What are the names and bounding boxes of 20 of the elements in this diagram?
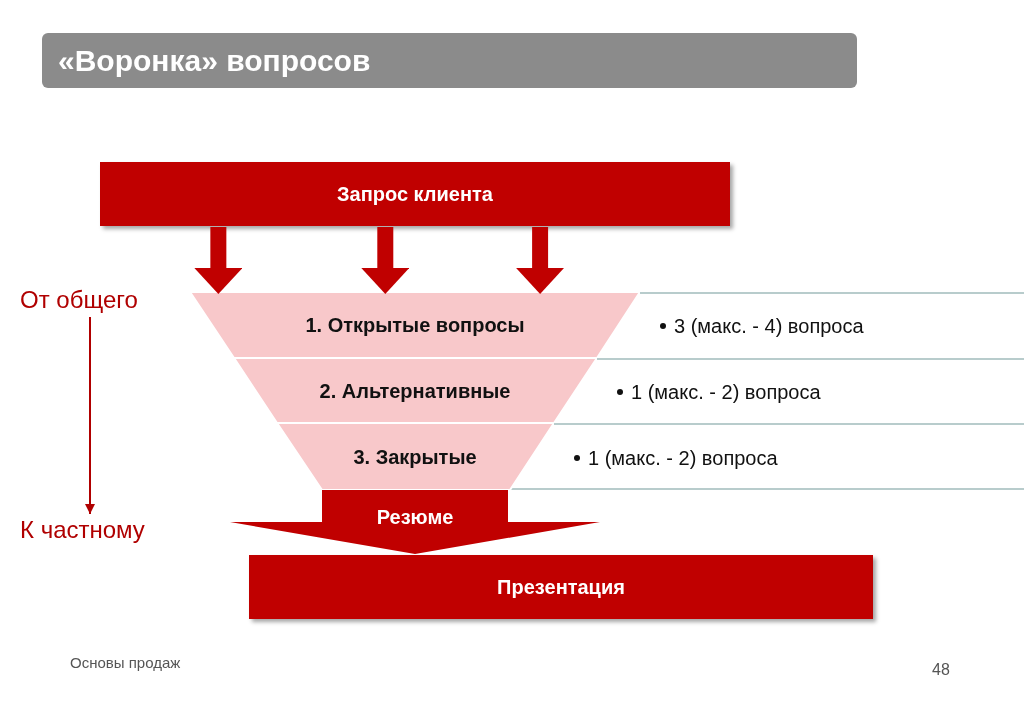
row-text: 1 (макс. - 2) вопроса bbox=[588, 445, 778, 471]
row-text: 1 (макс. - 2) вопроса bbox=[631, 379, 821, 405]
arrow bbox=[194, 227, 243, 294]
footer-text: Основы продаж bbox=[70, 653, 181, 673]
arrow bbox=[85, 316, 95, 515]
row-text: 3 (макс. - 4) вопроса bbox=[674, 314, 864, 339]
band-label: 3. Закрытые bbox=[353, 444, 477, 470]
band-label: 2. Альтернативные bbox=[319, 378, 511, 404]
box-label: Запрос клиента bbox=[337, 182, 493, 207]
arrow bbox=[516, 227, 565, 294]
arrow bbox=[361, 227, 410, 294]
band-label: 1. Открытые вопросы bbox=[305, 313, 525, 338]
box-label: Презентация bbox=[497, 575, 625, 600]
side-label: К частному bbox=[20, 515, 145, 545]
process-box bbox=[249, 555, 873, 619]
band-label: Резюме bbox=[376, 505, 454, 530]
title-bar: «Воронка» вопросов bbox=[42, 33, 857, 88]
process-box bbox=[100, 162, 730, 226]
side-label: От общего bbox=[20, 285, 138, 315]
page-number: 48 bbox=[932, 660, 950, 680]
